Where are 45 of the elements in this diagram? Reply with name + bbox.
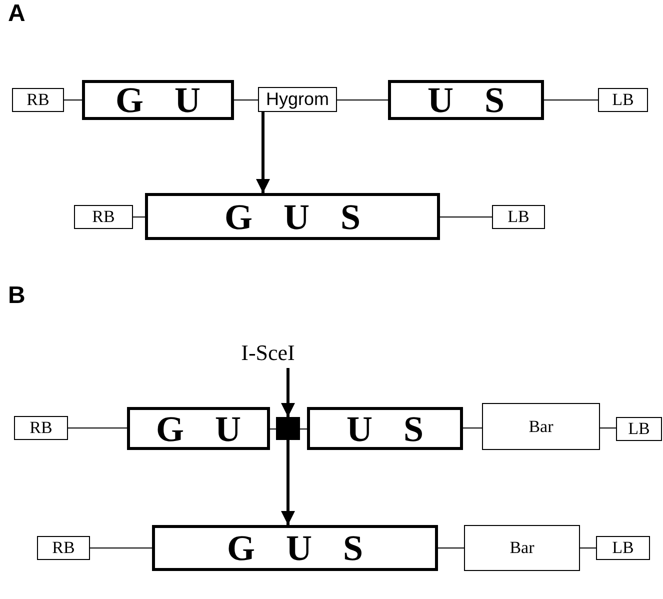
connector-line	[440, 216, 492, 218]
segment-label: RB	[52, 538, 75, 558]
gene-segment-box	[388, 80, 544, 120]
panel-letter: B	[8, 282, 26, 310]
element-box	[482, 403, 600, 450]
gene-segment-box	[152, 525, 438, 571]
element-box	[14, 416, 68, 440]
segment-label: RB	[30, 418, 52, 438]
segment-label: RB	[26, 90, 50, 110]
gene-segment-box	[145, 193, 440, 240]
element-box	[258, 87, 337, 112]
element-box	[464, 525, 580, 571]
segment-label: G U	[156, 408, 241, 450]
arrow	[281, 368, 295, 417]
segment-label: Hygrom	[266, 89, 329, 110]
element-box	[492, 205, 545, 229]
segment-label: G U S	[226, 527, 364, 569]
segment-label: Bar	[528, 416, 554, 436]
segment-label: G U	[116, 79, 200, 121]
connector-line	[132, 216, 146, 218]
gene-segment-box	[127, 407, 270, 450]
element-box	[616, 417, 662, 441]
segment-label: G U S	[224, 196, 361, 238]
element-box	[74, 205, 133, 229]
element-box	[37, 536, 90, 560]
segment-label: U S	[427, 79, 505, 121]
panel-letter: A	[8, 0, 26, 28]
segment-label: Bar	[510, 538, 534, 558]
segment-label: U S	[346, 408, 424, 450]
segment-label: RB	[92, 207, 115, 227]
connector-line	[270, 428, 276, 430]
segment-label: LB	[612, 90, 634, 110]
connector-line	[300, 428, 308, 430]
element-box	[598, 88, 648, 112]
element-box	[596, 536, 650, 560]
segment-label: LB	[628, 419, 650, 439]
gene-segment-box	[307, 407, 463, 450]
element-box	[12, 88, 64, 112]
segment-label: LB	[508, 207, 530, 227]
arrow	[281, 440, 295, 525]
enzyme-label: I-SceI	[241, 340, 295, 366]
cleavage-site-box	[276, 417, 300, 440]
arrow	[256, 112, 270, 193]
segment-label: LB	[612, 538, 634, 558]
gene-segment-box	[82, 80, 234, 120]
